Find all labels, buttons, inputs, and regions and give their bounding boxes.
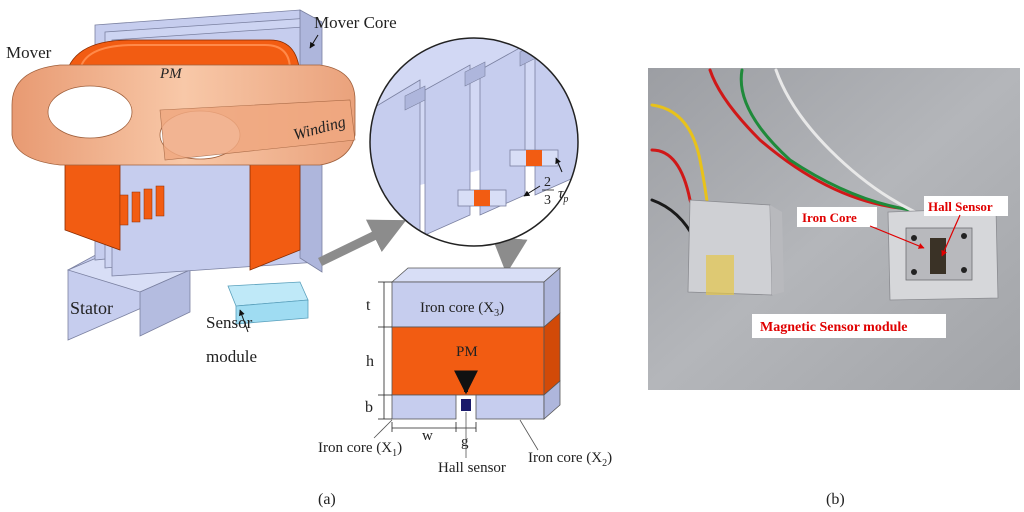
iron-core-label-box: [797, 207, 877, 227]
label-stator: Stator: [70, 298, 113, 318]
dimension-lines: [378, 281, 477, 432]
dim-t: t: [366, 297, 371, 314]
label-iron-core-x3: Iron core (X3): [420, 300, 504, 319]
iron-core-x1: [391, 394, 457, 420]
dim-b: b: [365, 399, 373, 416]
label-mover-core: Mover Core: [314, 13, 397, 32]
cross-section: t h b w g Iron core (X3) PM Iron core (X…: [318, 267, 612, 476]
iron-core-x3: [391, 281, 545, 328]
label-pm: PM: [159, 66, 183, 82]
label-mover: Mover: [6, 43, 52, 62]
dim-h: h: [366, 353, 374, 370]
zoom-arrow: [318, 219, 407, 267]
dim-w: w: [422, 428, 433, 444]
zoom-hall-block-1: [457, 189, 507, 207]
label-hall-sensor-section: Hall sensor: [438, 460, 506, 476]
caption-b: (b): [826, 491, 845, 508]
label-iron-core-x2: Iron core (X2): [528, 450, 612, 469]
dim-g: g: [461, 434, 469, 450]
winding-coils: [11, 64, 356, 166]
iron-core-x2: [475, 394, 545, 420]
label-magnetic-sensor-module: Magnetic Sensor module: [760, 320, 908, 335]
fraction-numerator: 2: [544, 175, 551, 190]
caption-a: (a): [318, 491, 336, 508]
photo-block-left: [687, 199, 784, 296]
tau-symbol: τp: [558, 186, 568, 205]
sensor-module: [227, 281, 309, 333]
label-iron-core-x1: Iron core (X1): [318, 440, 402, 459]
motor-illustration: Mover Mover Core PM Winding Stator Senso…: [6, 9, 397, 366]
hall-sensor-chip: [461, 399, 471, 411]
label-sensor: Sensor: [206, 313, 253, 332]
zoom-circle: 2 3 τp: [369, 37, 579, 247]
fraction-denominator: 3: [544, 193, 551, 208]
photo-panel: Iron Core Hall Sensor Magnetic Sensor mo…: [648, 68, 1020, 390]
label-iron-core-photo: Iron Core: [802, 210, 857, 225]
hall-sensor-label-box: [924, 196, 1008, 216]
zoom-hall-block-2: [509, 149, 559, 167]
module-label-box: [752, 314, 946, 338]
label-module: module: [206, 347, 257, 366]
label-hall-sensor-photo: Hall Sensor: [928, 199, 993, 214]
label-pm-section: PM: [456, 344, 478, 360]
